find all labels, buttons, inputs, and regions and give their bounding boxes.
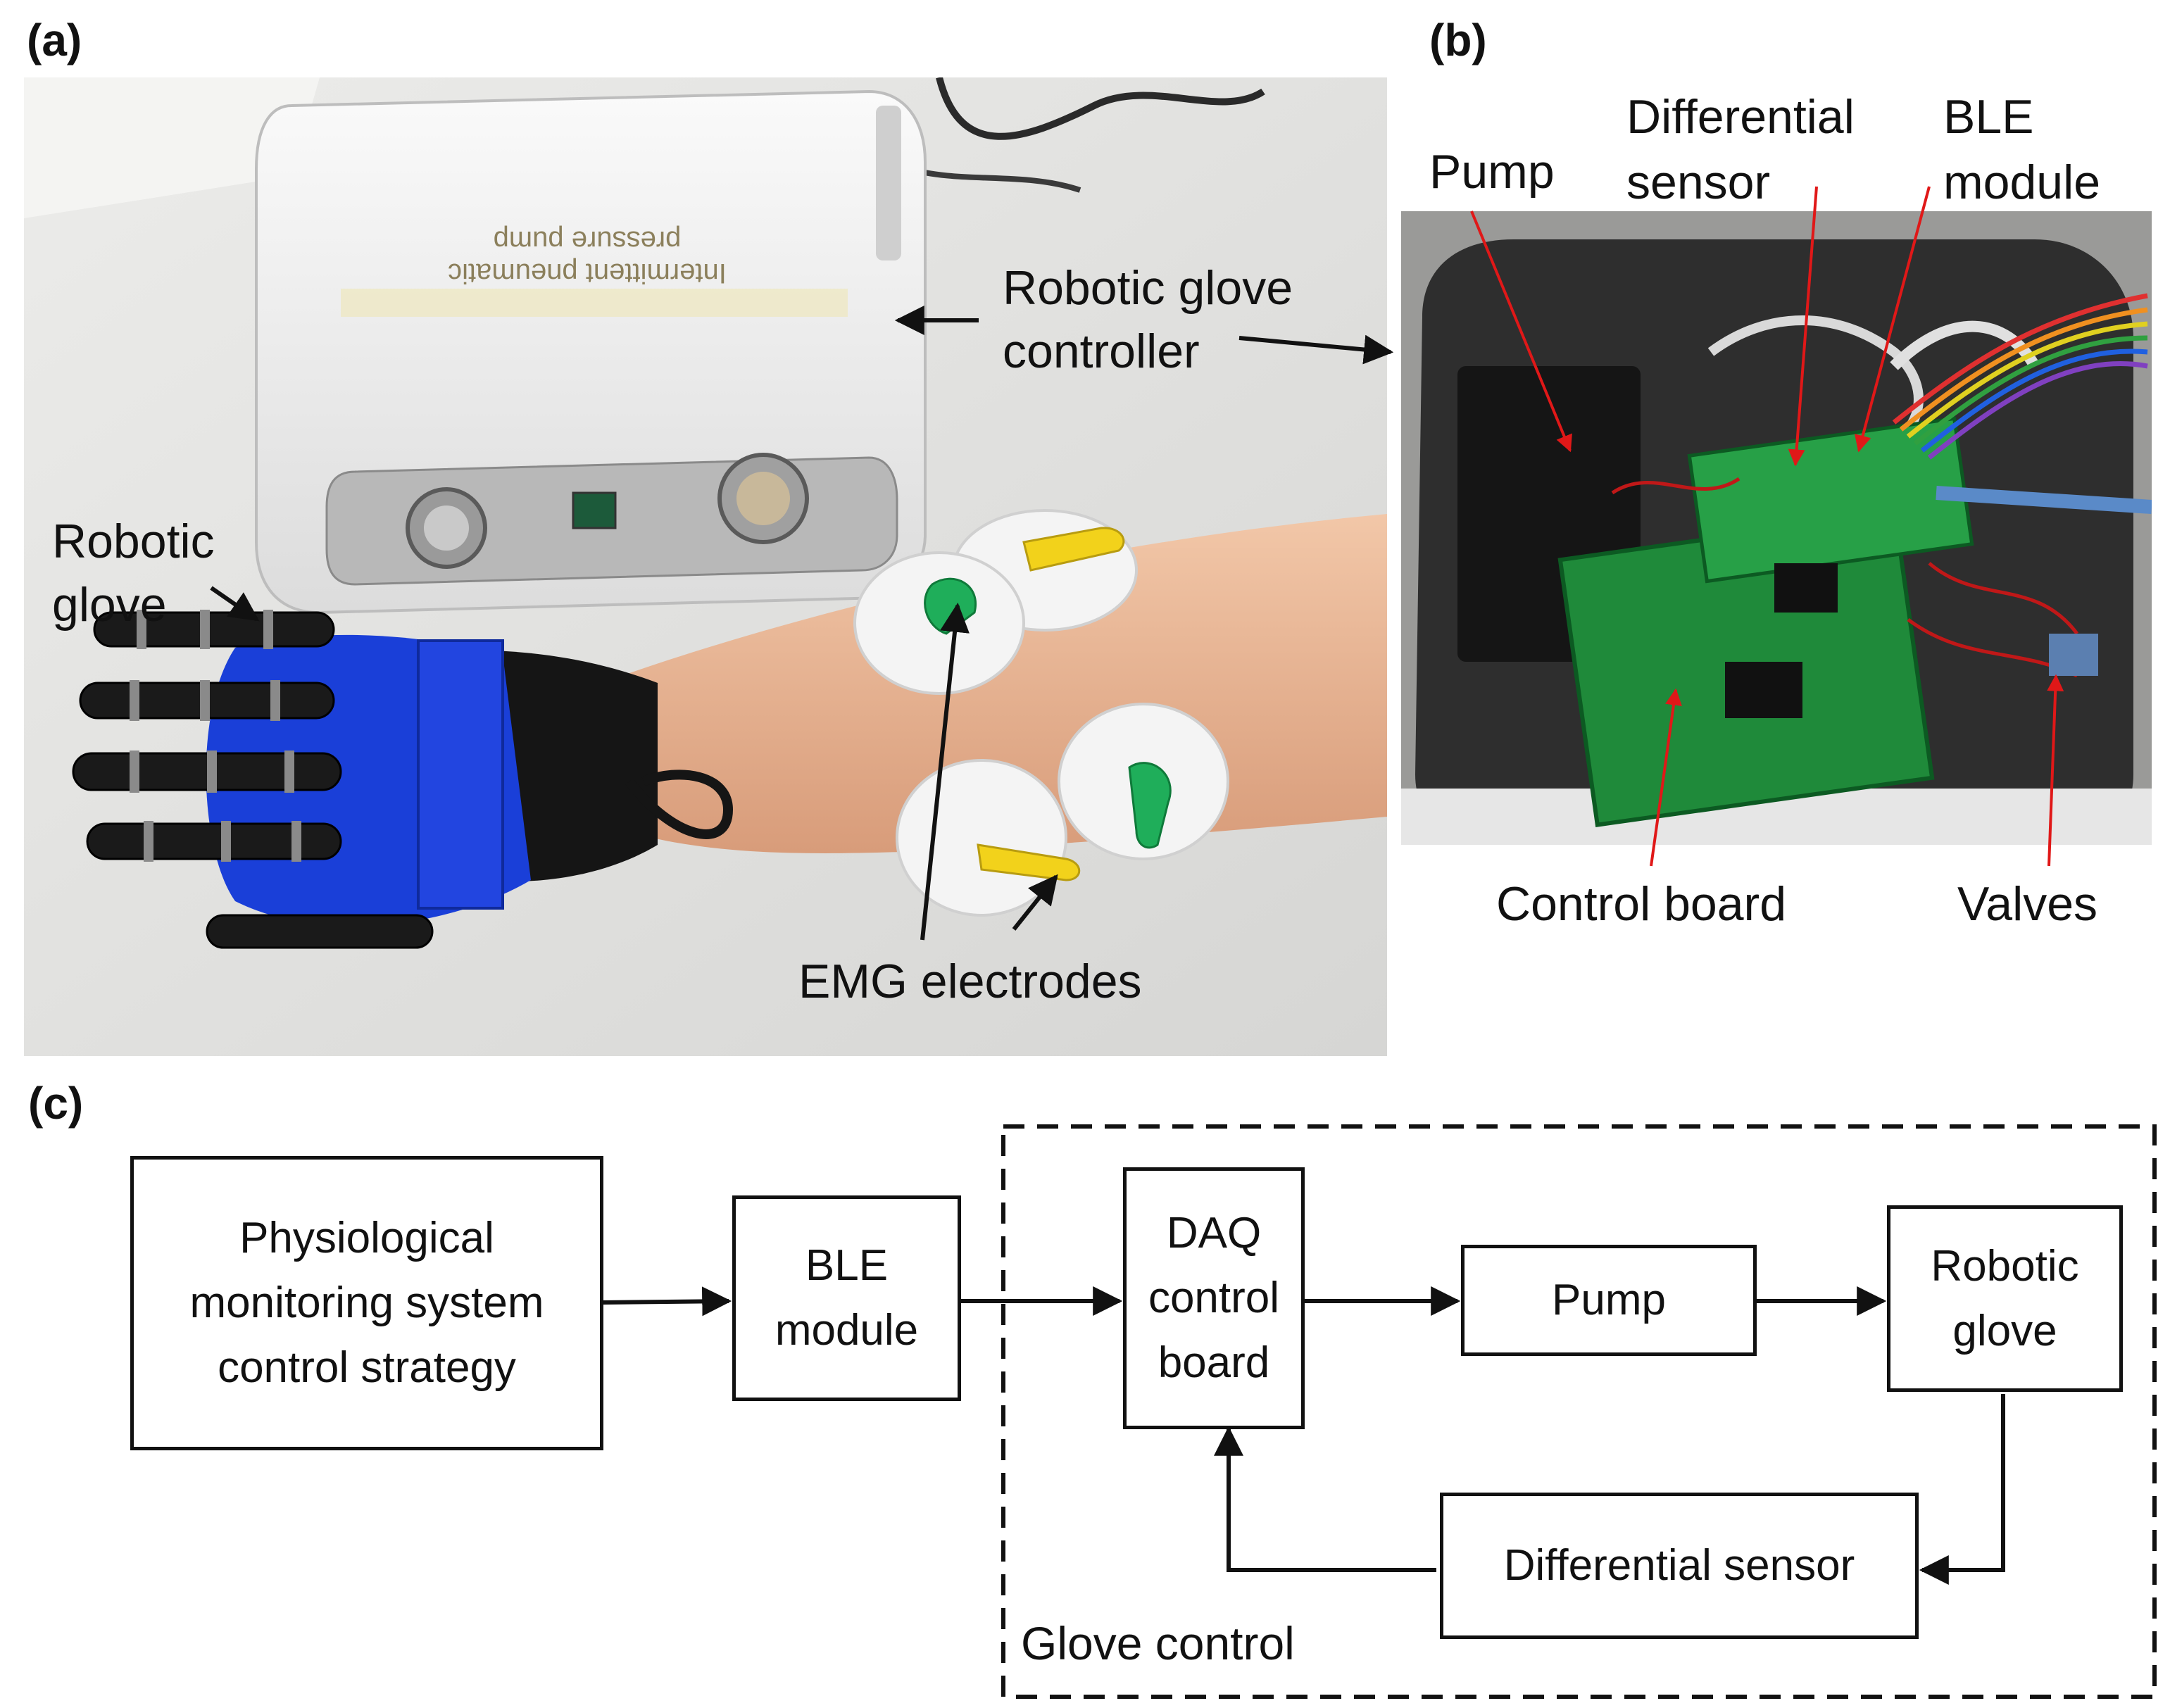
pump-device-text: Intermittent pneumatic [448, 258, 727, 289]
label-robotic-glove-controller-line2: controller [1003, 325, 1200, 378]
box-differential-sensor-label: Differential sensor [1503, 1541, 1855, 1590]
box-robotic-glove: Robotic glove [1887, 1205, 2123, 1392]
box-physiological-label: Physiological monitoring system control … [189, 1214, 544, 1392]
photo-a-illustration: Intermittent pneumatic pressure pump [24, 77, 1387, 1056]
pneumatic-pump-device: Intermittent pneumatic pressure pump [255, 89, 927, 615]
box-ble-label: BLE module [774, 1241, 919, 1355]
glove-control-label: Glove control [1021, 1617, 1295, 1669]
robotic-glove [72, 610, 734, 949]
box-differential-sensor: Differential sensor [1440, 1493, 1919, 1639]
photo-controller-internals [1401, 211, 2152, 845]
box-daq-control-board: DAQ control board [1123, 1167, 1305, 1429]
box-robotic-glove-label: Robotic glove [1931, 1241, 2079, 1355]
label-control-board: Control board [1496, 877, 1787, 931]
edge-physio-to-ble [601, 1286, 732, 1317]
label-robotic-glove-line2: glove [52, 578, 167, 632]
label-robotic-glove-line1: Robotic [52, 515, 215, 568]
label-valves: Valves [1957, 877, 2098, 931]
panel-letter-b: (b) [1429, 15, 1487, 65]
label-robotic-glove-controller-line1: Robotic glove [1003, 261, 1293, 315]
label-pump: Pump [1429, 145, 1555, 199]
label-ble-module-line2: module [1943, 156, 2101, 209]
panel-letter-c: (c) [28, 1078, 84, 1129]
photo-robotic-glove-setup: Intermittent pneumatic pressure pump [24, 77, 1387, 1056]
label-differential-sensor-line2: sensor [1626, 156, 1771, 209]
label-ble-module-line1: BLE [1943, 90, 2034, 144]
photo-b-illustration [1401, 211, 2152, 845]
edge-sensor-to-daq [1214, 1426, 1436, 1572]
box-pump: Pump [1461, 1245, 1757, 1356]
box-physiological-monitoring: Physiological monitoring system control … [130, 1156, 603, 1450]
panel-letter-a: (a) [27, 15, 82, 65]
box-pump-label: Pump [1552, 1276, 1666, 1324]
box-daq-label: DAQ control board [1148, 1209, 1280, 1387]
emg-electrodes [853, 509, 1229, 917]
svg-text:pressure pump: pressure pump [494, 225, 682, 256]
label-emg-electrodes: EMG electrodes [798, 955, 1142, 1008]
box-ble-module: BLE module [732, 1195, 961, 1401]
label-differential-sensor-line1: Differential [1626, 90, 1855, 144]
edge-glove-to-sensor [1919, 1394, 2005, 1585]
